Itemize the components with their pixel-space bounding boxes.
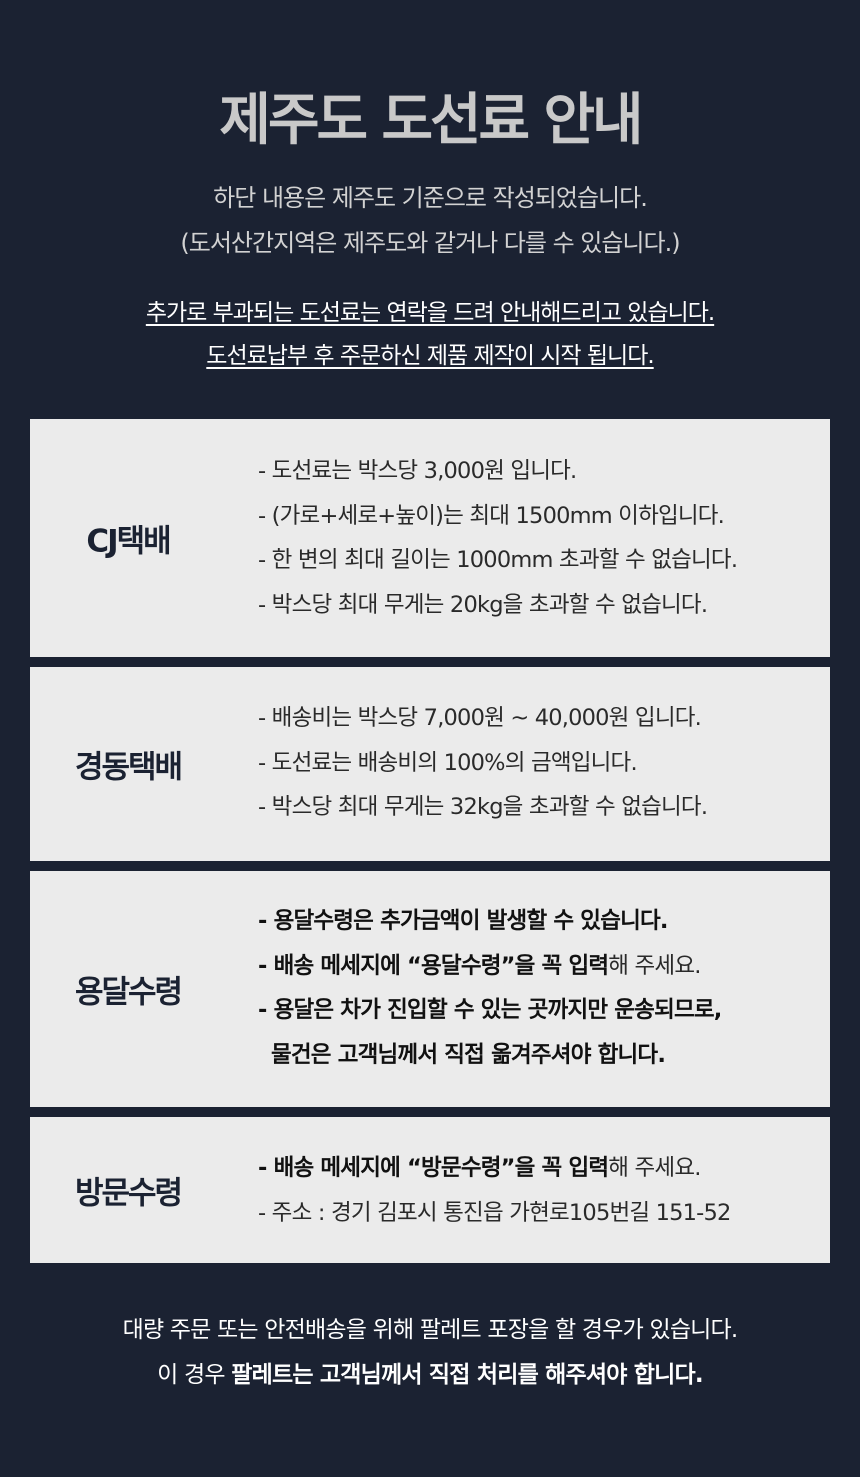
section-truck-delivery: 용달수령 - 용달수령은 추가금액이 발생할 수 있습니다. - 배송 메세지에…: [30, 871, 830, 1107]
detail-line-rest: 해 주세요.: [608, 952, 701, 979]
section-cj: CJ택배 - 도선료는 박스당 3,000원 입니다. - (가로+세로+높이)…: [30, 419, 830, 657]
notice-line: 추가로 부과되는 도선료는 연락을 드려 안내해드리고 있습니다.: [145, 300, 715, 326]
section-title: 방문수령: [74, 1175, 183, 1212]
detail-line: - 박스당 최대 무게는 20kg을 초과할 수 없습니다.: [258, 591, 708, 618]
footer-line: 이 경우 팔레트는 고객님께서 직접 처리를 해주셔야 합니다.: [0, 1353, 860, 1398]
section-pickup: 방문수령 - 배송 메세지에 “방문수령”을 꼭 입력해 주세요. - 주소 :…: [30, 1117, 830, 1263]
detail-line: - 용달수령은 추가금액이 발생할 수 있습니다.: [258, 899, 824, 944]
page-title: 제주도 도선료 안내: [219, 88, 643, 153]
notice-text: 추가로 부과되는 도선료는 연락을 드려 안내해드리고 있습니다. 도선료납부 …: [0, 292, 860, 378]
detail-line: - 도선료는 박스당 3,000원 입니다.: [258, 458, 577, 484]
detail-line: - 용달은 차가 진입할 수 있는 곳까지만 운송되므로,: [258, 988, 824, 1033]
detail-line: - 주소 : 경기 김포시 통진읍 가현로105번길 151-52: [258, 1199, 731, 1226]
detail-line-text: 물건은 고객님께서 직접 옮겨주셔야 합니다.: [271, 1041, 666, 1068]
detail-line: 물건은 고객님께서 직접 옮겨주셔야 합니다.: [258, 1033, 824, 1078]
footer-note: 대량 주문 또는 안전배송을 위해 팔레트 포장을 할 경우가 있습니다. 이 …: [0, 1308, 860, 1398]
detail-line: - (가로+세로+높이)는 최대 1500mm 이하입니다.: [258, 502, 725, 529]
detail-line: - 배송비는 박스당 7,000원 ~ 40,000원 입니다.: [258, 705, 702, 731]
footer-line-plain: 이 경우: [157, 1362, 232, 1388]
section-details: - 용달수령은 추가금액이 발생할 수 있습니다. - 배송 메세지에 “용달수…: [258, 899, 824, 1077]
section-title: 경동택배: [74, 749, 183, 786]
detail-line: - 한 변의 최대 길이는 1000mm 초과할 수 없습니다.: [258, 547, 738, 573]
section-kyungdong: 경동택배 - 배송비는 박스당 7,000원 ~ 40,000원 입니다. - …: [30, 667, 830, 861]
detail-line-bold: - 배송 메세지에 “방문수령”을 꼭 입력: [258, 1155, 609, 1181]
section-title: 용달수령: [74, 974, 183, 1011]
detail-line-text: - 용달수령은 추가금액이 발생할 수 있습니다.: [258, 908, 668, 934]
section-details: - 배송비는 박스당 7,000원 ~ 40,000원 입니다. - 도선료는 …: [258, 696, 824, 830]
section-title: CJ택배: [86, 523, 171, 560]
detail-line-rest: 해 주세요.: [608, 1155, 701, 1181]
detail-line: - 배송 메세지에 “방문수령”을 꼭 입력해 주세요.: [258, 1146, 824, 1191]
section-details: - 배송 메세지에 “방문수령”을 꼭 입력해 주세요. - 주소 : 경기 김…: [258, 1146, 824, 1235]
detail-line: - 도선료는 배송비의 100%의 금액입니다.: [258, 749, 638, 776]
intro-text: 하단 내용은 제주도 기준으로 작성되었습니다. (도서산간지역은 제주도와 같…: [0, 176, 860, 266]
section-details: - 도선료는 박스당 3,000원 입니다. - (가로+세로+높이)는 최대 …: [258, 449, 824, 627]
intro-line: 하단 내용은 제주도 기준으로 작성되었습니다.: [213, 184, 648, 212]
intro-line: (도서산간지역은 제주도와 같거나 다를 수 있습니다.): [180, 229, 680, 257]
notice-line: 도선료납부 후 주문하신 제품 제작이 시작 됩니다.: [206, 343, 654, 369]
footer-line-bold: 팔레트는 고객님께서 직접 처리를 해주셔야 합니다.: [231, 1362, 703, 1388]
detail-line: - 배송 메세지에 “용달수령”을 꼭 입력해 주세요.: [258, 944, 824, 989]
detail-line: - 박스당 최대 무게는 32kg을 초과할 수 없습니다.: [258, 794, 708, 820]
detail-line-bold: - 배송 메세지에 “용달수령”을 꼭 입력: [258, 952, 609, 979]
footer-line: 대량 주문 또는 안전배송을 위해 팔레트 포장을 할 경우가 있습니다.: [122, 1317, 739, 1343]
detail-line-text: - 용달은 차가 진입할 수 있는 곳까지만 운송되므로,: [258, 997, 722, 1023]
